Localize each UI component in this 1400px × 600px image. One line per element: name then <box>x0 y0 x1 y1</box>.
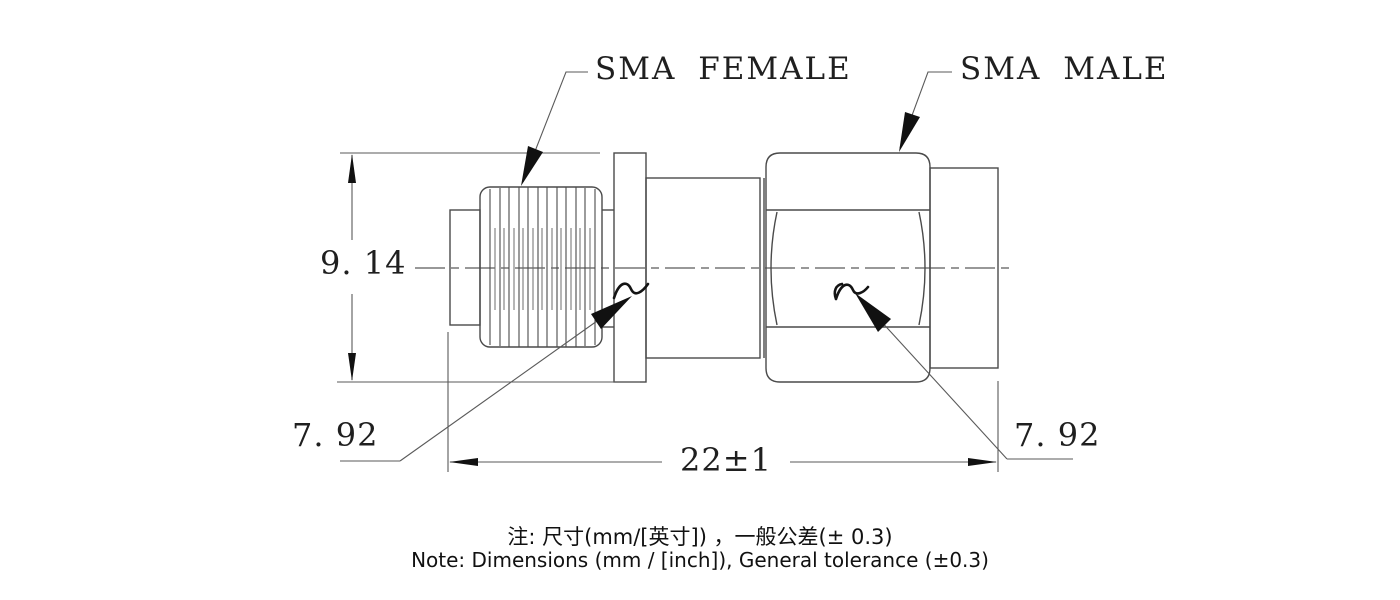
male-thread-end <box>929 167 999 369</box>
arrow-left-icon <box>449 458 478 466</box>
thread-squiggle-icon <box>612 282 650 300</box>
arrow-down-icon <box>348 353 356 381</box>
leader-arrow-icon <box>855 293 891 332</box>
thread-squiggle-icon <box>833 282 870 301</box>
leader-sma-female <box>521 71 588 186</box>
label-sma-female: SMA FEMALE <box>595 51 852 87</box>
label-sma-male: SMA MALE <box>960 51 1169 87</box>
dim-text-height: 9. 14 <box>320 244 407 282</box>
leader-sma-male <box>899 71 952 152</box>
leader-792-left <box>340 282 650 462</box>
female-knurl-body <box>479 186 603 348</box>
dim-text-792-left: 7. 92 <box>292 416 379 454</box>
leader-792-right <box>833 282 1073 460</box>
note-line-zh: 注: 尺寸(mm/[英寸]) ，一般公差(± 0.3) <box>507 525 893 549</box>
leader-arrow-icon <box>899 112 920 152</box>
hex-nut-outline <box>765 152 931 383</box>
body-barrel <box>645 177 761 359</box>
arrow-up-icon <box>348 154 356 183</box>
leader-arrow-icon <box>521 146 543 186</box>
leader-arrow-icon <box>591 296 632 329</box>
knurl-lines <box>489 187 596 347</box>
dim-text-length: 22±1 <box>680 441 772 479</box>
hex-chamfer-arc-left <box>770 211 778 326</box>
arrow-right-icon <box>968 458 997 466</box>
dim-text-792-right: 7. 92 <box>1014 416 1101 454</box>
note-line-en: Note: Dimensions (mm / [inch]), General … <box>411 548 989 572</box>
hex-chamfer-arc-right <box>918 211 926 326</box>
dim-length-22 <box>447 332 999 472</box>
inner-thread-lines <box>494 228 591 310</box>
dim-height-914 <box>337 152 640 383</box>
